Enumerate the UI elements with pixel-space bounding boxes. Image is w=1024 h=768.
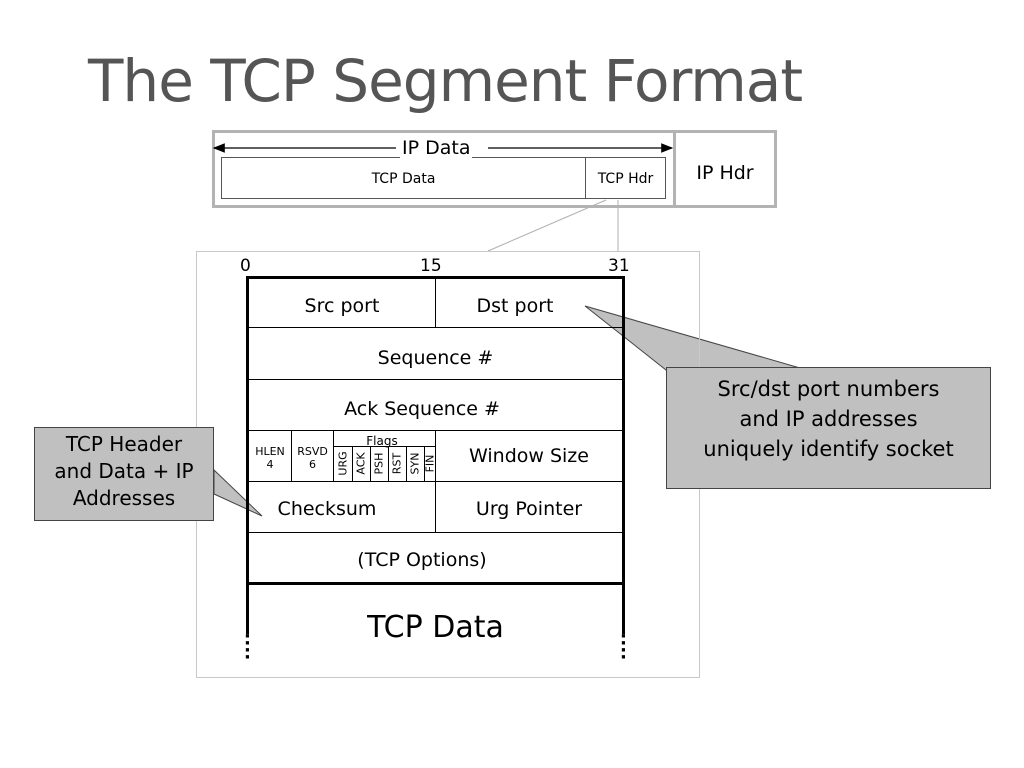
tcp-data-label: TCP Data [367,610,504,645]
rsvd-field: RSVD 6 [292,445,333,471]
flag-fin: FIN [423,454,437,473]
left-callout-line: TCP Header [65,432,183,456]
col-line [435,430,436,532]
data-top-line [246,582,625,585]
tcp-hdr-label: TCP Hdr [597,171,654,187]
flags-divider [334,446,435,447]
tcp-options-field: (TCP Options) [357,549,487,571]
ip-datagram-box [212,130,777,208]
zoom-line-left [487,199,607,252]
row-line [246,327,625,328]
page-title: The TCP Segment Format [88,47,803,115]
data-right-line [622,584,625,634]
col-line [291,430,292,481]
right-callout-line: uniquely identify socket [703,437,954,461]
ip-data-label: IP Data [400,137,473,159]
bit-15: 15 [420,256,442,276]
continuation-dots-left: ···· [244,626,251,668]
left-callout-line: Addresses [72,486,176,510]
ip-hdr-label: IP Hdr [696,162,754,184]
right-callout-line: and IP addresses [739,407,918,431]
left-callout-line: and Data + IP [54,459,194,483]
window-size-field: Window Size [469,445,589,467]
flag-line [352,446,353,481]
dst-port-field: Dst port [476,295,554,317]
ip-divider [673,130,676,208]
tcp-hdr-box: TCP Hdr [585,157,666,199]
sequence-field: Sequence # [377,347,494,369]
flag-urg: URG [336,451,350,476]
flag-ack: ACK [354,452,368,475]
flag-syn: SYN [408,452,422,475]
left-callout-pointer [213,468,263,517]
right-callout: Src/dst port numbers and IP addresses un… [666,367,991,489]
rsvd-value: 6 [309,458,316,471]
data-left-line [246,584,249,634]
continuation-dots-right: ···· [620,626,627,668]
flag-rst: RST [390,452,404,475]
col-line [435,278,436,327]
bit-0: 0 [240,256,251,276]
row-line [246,532,625,533]
flag-line [406,446,407,481]
ack-sequence-field: Ack Sequence # [344,398,500,420]
col-line [333,430,334,481]
rsvd-label: RSVD [297,445,328,458]
bit-31: 31 [608,256,630,276]
urg-pointer-field: Urg Pointer [475,498,583,520]
left-callout: TCP Header and Data + IP Addresses [34,427,214,521]
flag-line [424,446,425,481]
flag-psh: PSH [372,452,386,475]
row-line [246,379,625,380]
right-callout-line: Src/dst port numbers [717,377,940,401]
hlen-value: 4 [266,458,274,471]
flags-label: Flags [366,434,398,448]
tcp-data-small-label: TCP Data [371,171,436,187]
src-port-field: Src port [304,295,380,317]
flag-line [388,446,389,481]
hlen-label: HLEN [255,445,285,458]
hlen-field: HLEN 4 [249,445,291,471]
flag-line [370,446,371,481]
checksum-field: Checksum [277,498,377,520]
